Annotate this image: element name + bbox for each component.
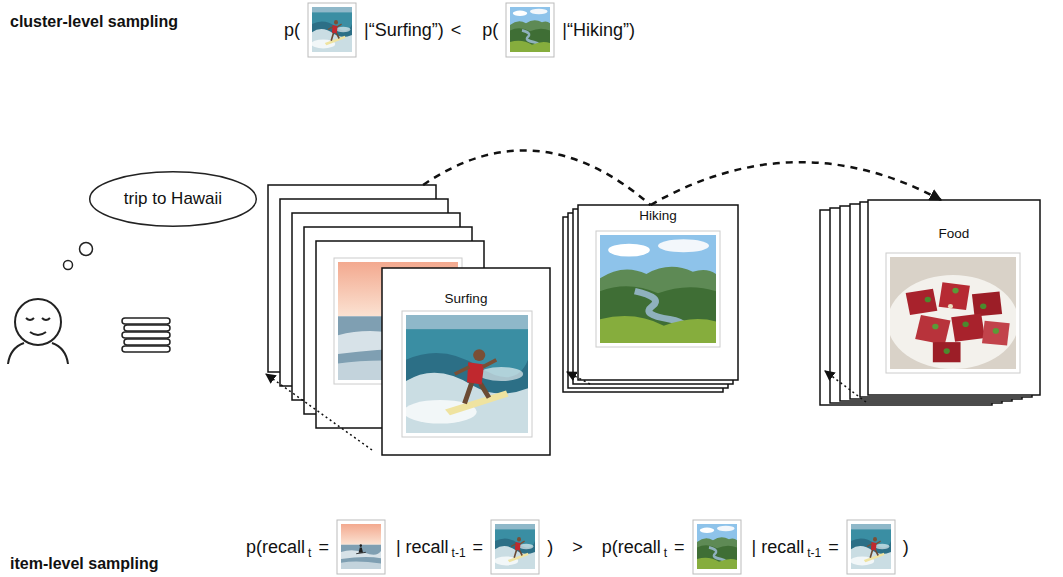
formula-text: |“Surfing”) — [364, 20, 444, 41]
photo-frame — [491, 520, 539, 574]
photo — [311, 7, 352, 52]
photo — [697, 524, 737, 569]
photo-thumbnail — [307, 2, 357, 58]
card-stack: Food — [820, 200, 1040, 405]
formula-text: p(recall — [602, 537, 661, 558]
cluster-transition-arrow — [651, 162, 942, 205]
formula-text: = — [828, 537, 839, 558]
photo-frame — [337, 520, 385, 574]
photo-frame — [308, 3, 356, 57]
bubble-shape — [90, 172, 257, 227]
photo — [494, 524, 535, 569]
photo-frame — [506, 3, 554, 57]
card-label: Food — [868, 225, 1040, 243]
formula-text: ) — [903, 537, 909, 558]
card-label: Hiking — [578, 207, 738, 225]
section-heading: cluster-level sampling — [10, 12, 178, 32]
formula-text: ) — [547, 537, 553, 558]
formula-text: = — [674, 537, 685, 558]
formula-text: | recall — [752, 537, 805, 558]
formula-text: p( — [284, 20, 300, 41]
photo-thumbnail — [692, 519, 742, 575]
subscript: t — [308, 546, 311, 560]
card-stack: Hiking — [563, 205, 738, 392]
photo — [850, 524, 891, 569]
formula-row: p(recallt=| recallt-1=)>p(recallt=| reca… — [243, 519, 912, 575]
section-heading: item-level sampling — [10, 554, 159, 574]
photo-thumbnail — [505, 2, 555, 58]
formula-text: |“Hiking”) — [562, 20, 635, 41]
thought-bubble: trip to Hawaii — [88, 170, 258, 228]
card-label: Surfing — [382, 290, 550, 308]
card-stack: Surfing — [268, 185, 550, 455]
formula-text: < — [451, 20, 462, 41]
photo-thumbnail — [846, 519, 896, 575]
formula-row: p( |“Surfing”) < p( |“Hiking”) — [281, 1, 638, 59]
subscript: t-1 — [452, 546, 466, 560]
photo — [510, 7, 550, 52]
photo-frame — [847, 520, 895, 574]
formula-text: p(recall — [246, 537, 305, 558]
photo-thumbnail — [490, 519, 540, 575]
formula-text: = — [473, 537, 484, 558]
formula-text: | recall — [396, 537, 449, 558]
subscript: t-1 — [807, 546, 821, 560]
bubble-text: trip to Hawaii — [124, 189, 222, 209]
photo — [341, 524, 381, 569]
photo-thumbnail — [336, 519, 386, 575]
cluster-transition-arrow — [423, 150, 650, 205]
photo-frame — [693, 520, 741, 574]
subscript: t — [664, 546, 667, 560]
formula-text: = — [318, 537, 329, 558]
formula-text: p( — [482, 20, 498, 41]
formula-text: > — [572, 537, 583, 558]
